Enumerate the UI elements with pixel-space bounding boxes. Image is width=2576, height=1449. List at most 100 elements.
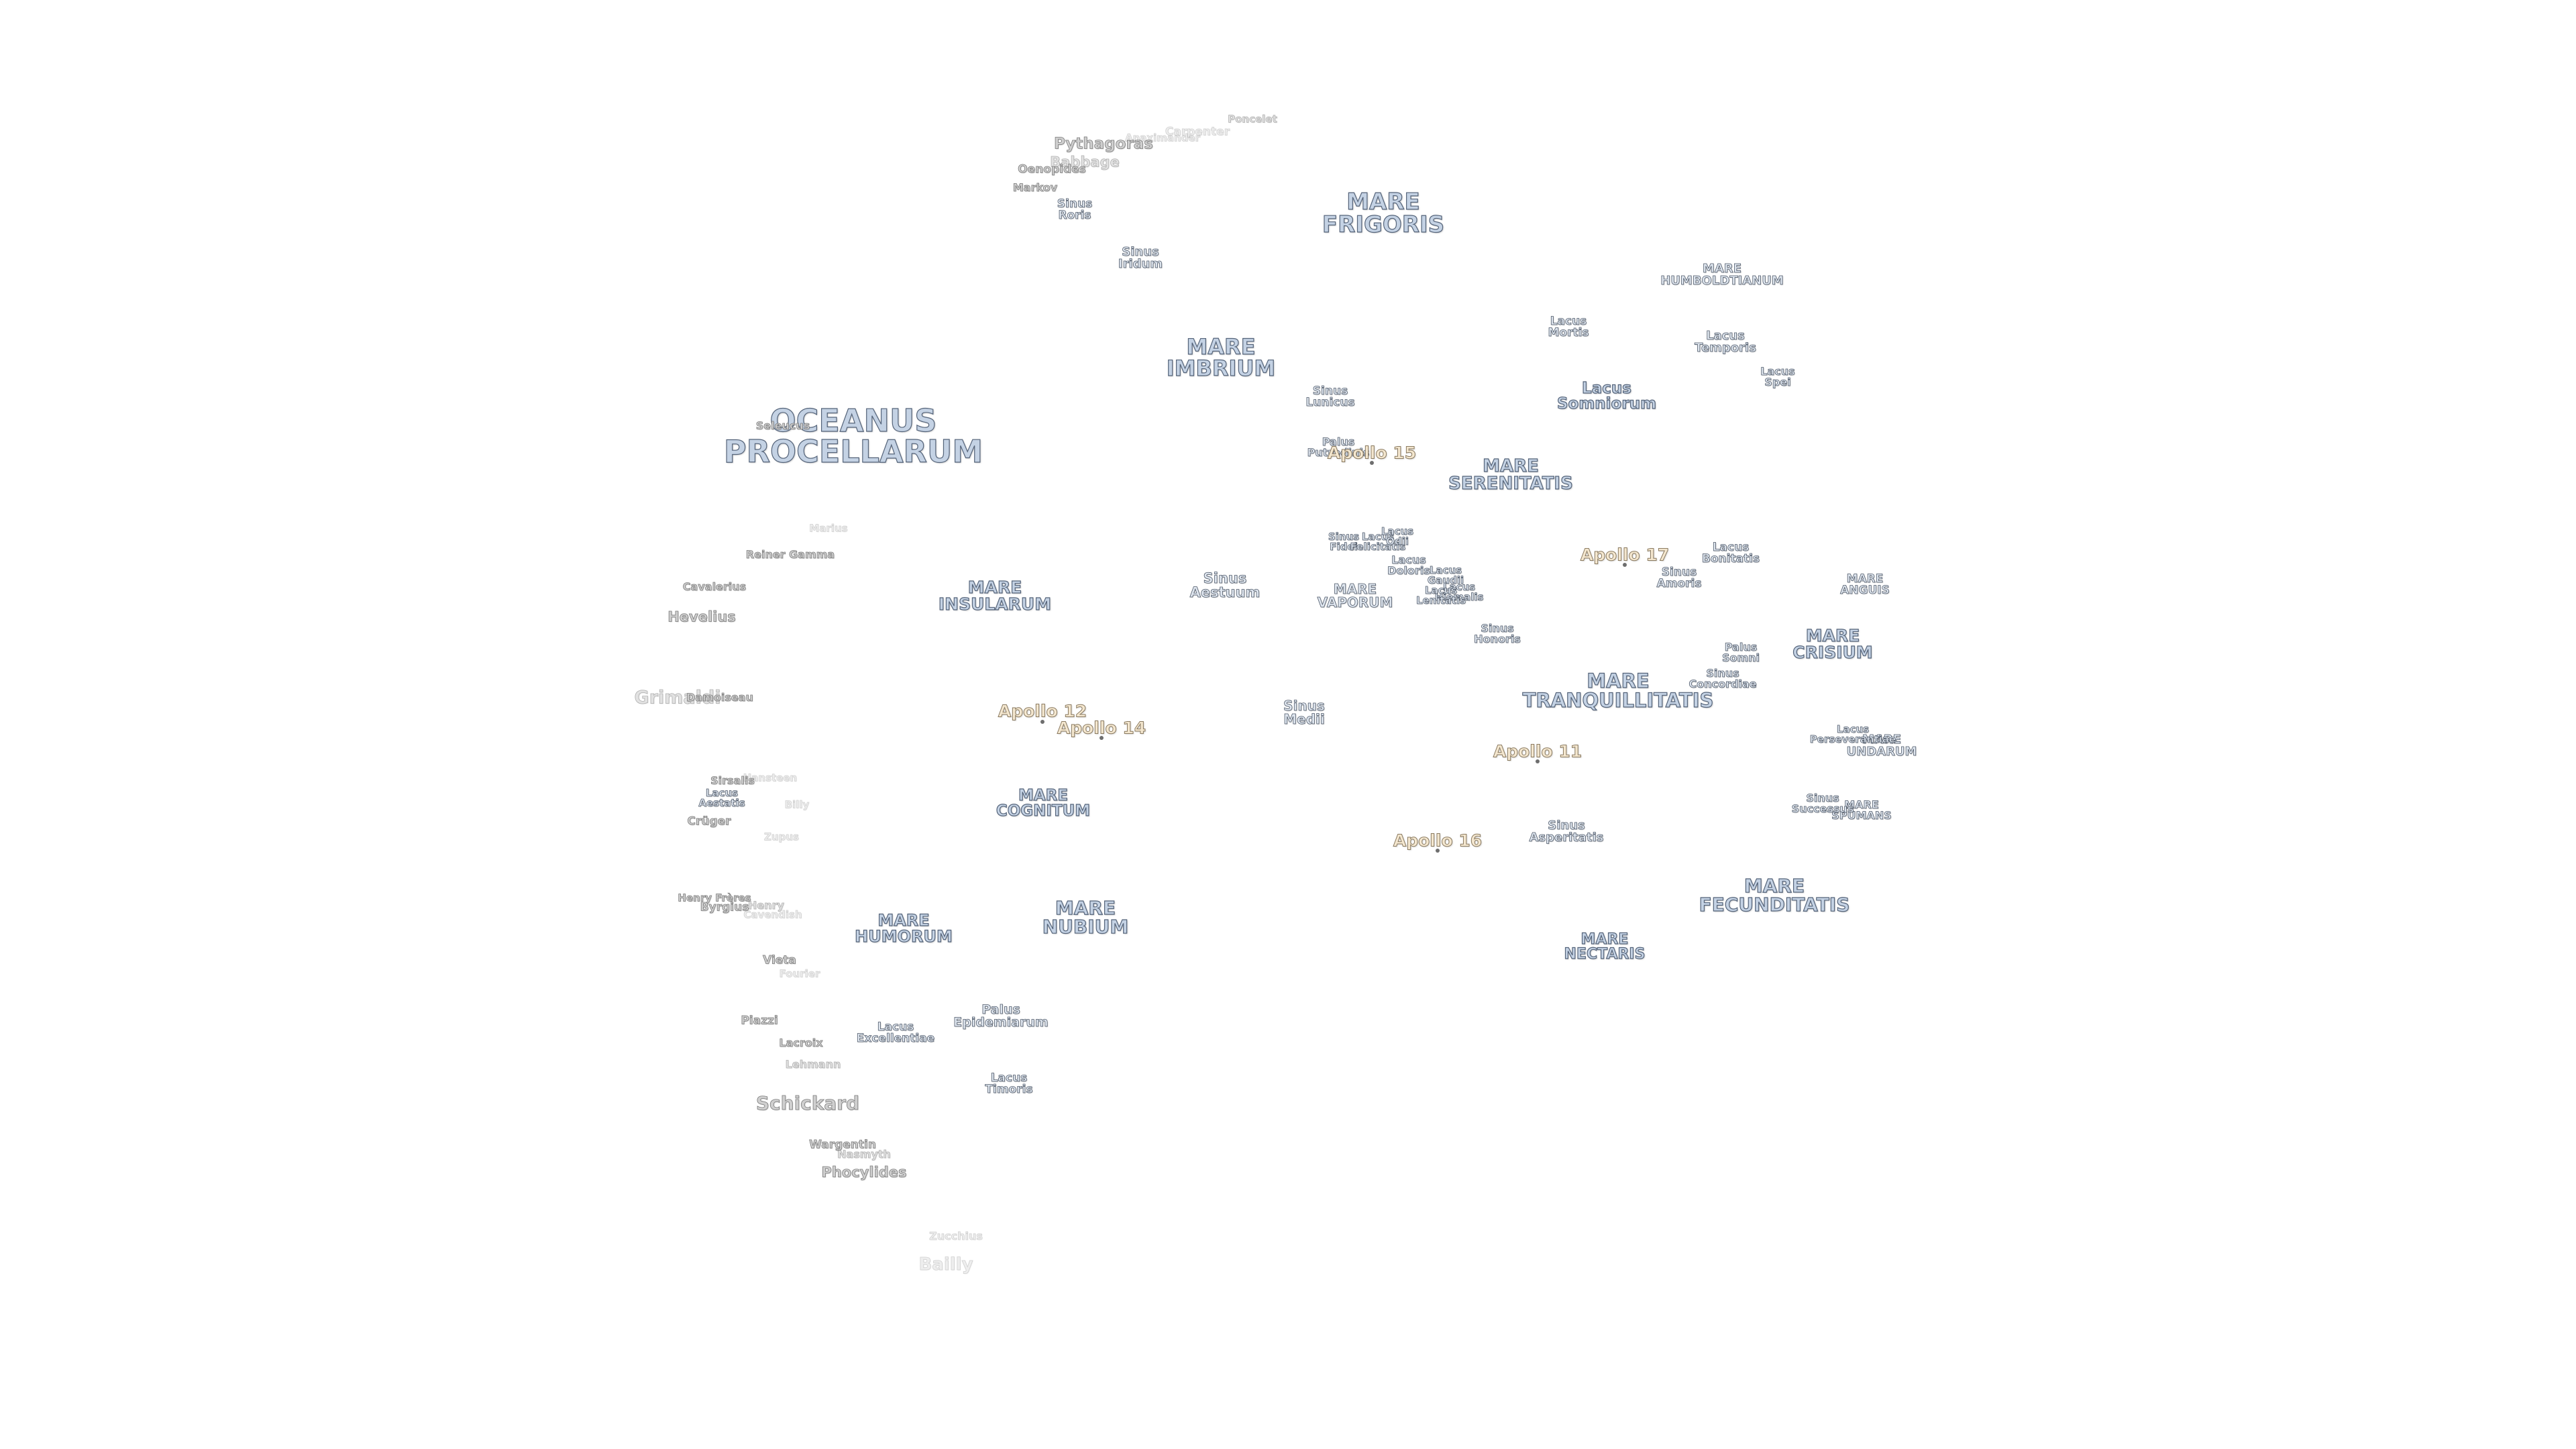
crater-cavalerius-label: Cavalerius [682,580,747,593]
sinus-aestuum-line-1: Sinus [1203,570,1247,586]
lacus-timoris-label: Lacus Timoris [985,1072,1033,1096]
mare-humorum-label: MARE HUMORUM [855,912,953,945]
crater-damoiseau-label: Damoiseau [686,691,754,704]
lacus-bonitatis-line-1: Lacus [1712,541,1750,554]
crater-cavendish-label: Cavendish [743,908,802,921]
sinus-medii-line-1: Sinus [1283,698,1325,714]
crater-nasmyth-label: Nasmyth [837,1148,892,1161]
crater-hevelius-label: Hevelius [667,608,736,625]
sinus-iridum-label: Sinus Iridum [1118,246,1163,270]
lacus-excellentiae-label: Lacus Excellentiae [856,1021,935,1045]
crater-oenopides-label: Oenopides [1018,162,1086,176]
sinus-roris-line-2: Roris [1058,209,1091,222]
sinus-asperitatis-line-2: Asperitatis [1529,830,1604,845]
mare-nubium-line-2: NUBIUM [1042,916,1129,938]
sinus-lunicus-label: Sinus Lunicus [1305,385,1355,409]
mare-imbrium-line-2: IMBRIUM [1166,356,1276,381]
sinus-amoris-line-2: Amoris [1656,577,1702,590]
oceanus-procellarum-label: OCEANUS PROCELLARUM [723,405,983,470]
mare-humboldtianum-line-1: MARE [1703,262,1742,276]
crater-piazzi-label: Piazzi [741,1014,778,1028]
mare-anguis-line-2: ANGUIS [1840,584,1890,597]
mare-spumans-line-2: SPUMANS [1831,809,1892,822]
lacus-timoris-line-2: Timoris [985,1083,1033,1096]
lacus-spei-label: Lacus Spei [1760,365,1795,388]
palus-putredinis-line-2: Putredinis [1307,446,1370,459]
sinus-fidei-label: Sinus Fidei [1328,531,1360,553]
lacus-spei-line-1: Lacus [1760,365,1795,378]
mare-frigoris-line-1: MARE [1346,189,1421,215]
apollo-12-site-marker [1040,720,1044,724]
crater-fourier-label: Fourier [779,967,820,980]
crater-lehmann-label: Lehmann [785,1058,841,1071]
mare-nubium-label: MARE NUBIUM [1042,898,1129,938]
mare-serenitatis-label: MARE SERENITATIS [1448,456,1574,492]
apollo-12-label: Apollo 12 [998,701,1087,721]
crater-sirsalis-label: Sirsalis [710,774,755,787]
palus-putredinis-label: Palus Putredinis [1307,435,1370,459]
crater-babbage-label: Babbage [1050,154,1120,170]
mare-nectaris-label: MARE NECTARIS [1564,932,1646,962]
mare-humboldtianum-label: MARE HUMBOLDTIANUM [1660,262,1784,287]
mare-cognitum-line-1: MARE [1018,787,1069,804]
sinus-aestuum-line-2: Aestuum [1189,584,1260,600]
sinus-fidei-line-1: Sinus [1328,531,1360,543]
sinus-successus-line-2: Successus [1791,802,1854,815]
lacus-somniorum-line-1: Lacus [1581,380,1631,397]
sinus-fidei-line-2: Fidei [1330,541,1358,553]
lacus-somniorum-line-2: Somniorum [1556,395,1657,413]
mare-anguis-label: MARE ANGUIS [1840,572,1890,597]
palus-putredinis-line-1: Palus [1322,435,1355,448]
lacus-lenitatis-label: Lacus Lenitatis [1416,585,1466,606]
lacus-odii-line-2: Odii [1386,535,1409,547]
lacus-bonitatis-line-2: Bonitatis [1701,552,1760,566]
mare-fecunditatis-line-1: MARE [1743,875,1805,897]
lacus-doloris-line-2: Doloris [1387,564,1430,577]
mare-insularum-line-1: MARE [967,578,1022,597]
apollo-11-label: Apollo 11 [1493,741,1582,761]
crater-henry-label: Henry [748,899,785,912]
mare-spumans-label: MARE SPUMANS [1831,799,1892,822]
crater-grimaldi-label: Grimaldi [634,687,721,708]
mare-fecunditatis-line-2: FECUNDITATIS [1699,894,1850,916]
mare-tranquillitatis-line-2: TRANQUILLITATIS [1522,689,1714,712]
apollo-16-site-marker [1436,849,1440,853]
crater-carpenter-label: Carpenter [1165,125,1230,139]
mare-cognitum-label: MARE COGNITUM [996,787,1091,819]
mare-tranquillitatis-label: MARE TRANQUILLITATIS [1522,669,1714,712]
mare-vaporum-line-1: MARE [1333,581,1377,597]
sinus-honoris-label: Sinus Honoris [1474,623,1521,645]
palus-epidemiarum-line-2: Epidemiarum [953,1015,1049,1030]
crater-anaximander-label: Anaximander [1125,131,1201,144]
crater-byrgius-label: Byrgius [700,900,749,914]
crater-bailly-label: Bailly [918,1254,973,1275]
sinus-amoris-line-1: Sinus [1661,566,1697,579]
crater-lacroix-label: Lacroix [779,1036,823,1049]
oceanus-procellarum-line-2: PROCELLARUM [723,433,983,470]
mare-tranquillitatis-line-1: MARE [1587,669,1650,692]
mare-serenitatis-line-1: MARE [1483,456,1540,476]
crater-reiner-gamma-label: Reiner Gamma [745,548,835,561]
lacus-excellentiae-line-2: Excellentiae [856,1032,935,1045]
mare-fecunditatis-label: MARE FECUNDITATIS [1699,875,1850,916]
apollo-11-site-marker [1536,759,1540,763]
palus-somni-line-1: Palus [1724,641,1758,653]
mare-insularum-line-2: INSULARUM [938,594,1052,614]
sinus-asperitatis-label: Sinus Asperitatis [1529,818,1604,845]
lacus-gaudii-line-1: Lacus [1429,564,1462,576]
mare-anguis-line-1: MARE [1846,572,1884,586]
sinus-asperitatis-line-1: Sinus [1548,818,1585,833]
mare-imbrium-line-1: MARE [1186,334,1256,360]
mare-vaporum-line-2: VAPORUM [1317,594,1393,610]
lacus-doloris-label: Lacus Doloris [1387,554,1430,577]
lacus-spei-line-2: Spei [1764,376,1791,388]
sinus-iridum-line-1: Sinus [1122,245,1159,259]
apollo-15-label: Apollo 15 [1327,443,1417,463]
sinus-honoris-line-2: Honoris [1474,633,1521,645]
palus-epidemiarum-line-1: Palus [981,1002,1020,1017]
crater-poncelet-label: Poncelet [1228,113,1277,125]
mare-humorum-line-1: MARE [877,911,930,930]
mare-crisium-line-1: MARE [1805,626,1860,645]
sinus-successus-label: Sinus Successus [1791,792,1854,815]
